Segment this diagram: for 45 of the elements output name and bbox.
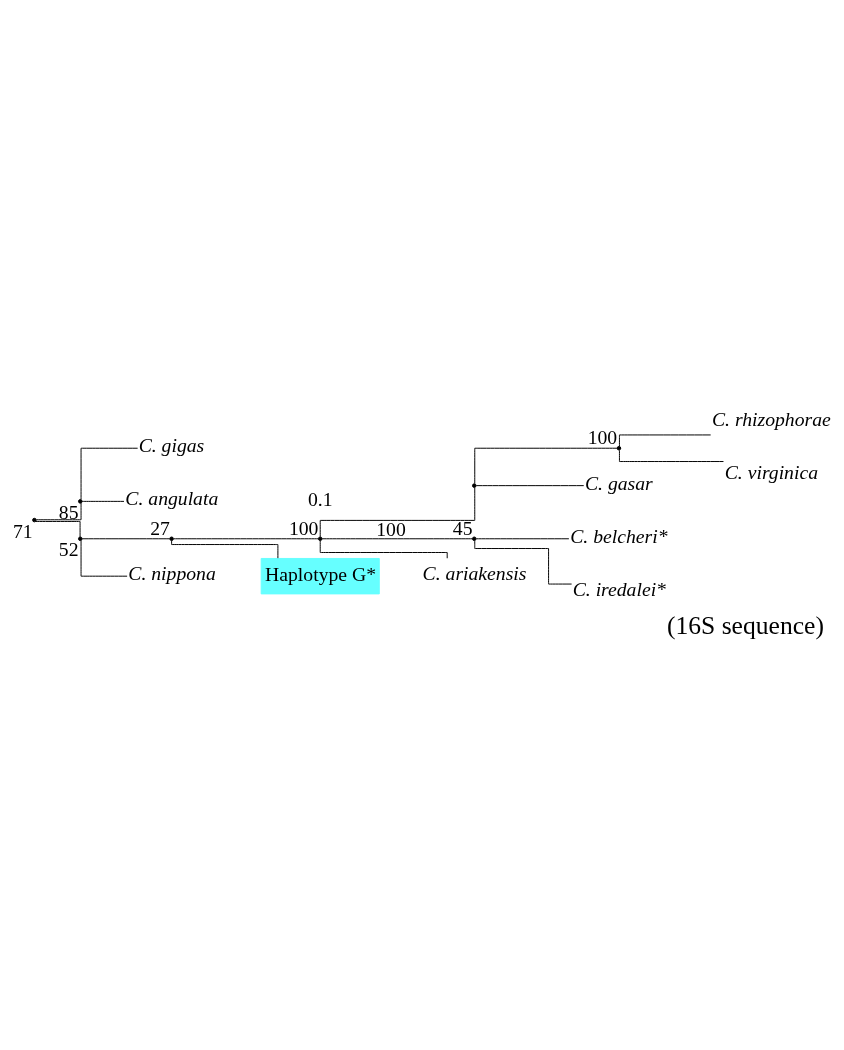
label: 0.1	[307, 488, 333, 511]
node-point	[472, 483, 477, 488]
connector	[319, 540, 448, 559]
node-label: 45	[452, 516, 473, 539]
node-label: 100	[288, 516, 319, 539]
connector	[319, 487, 476, 538]
node-box: Haplotype G*	[260, 557, 380, 595]
connector	[80, 539, 128, 577]
connector	[171, 540, 279, 559]
node-point	[169, 536, 174, 542]
connector	[173, 538, 319, 540]
node-text: C. rhizophorae	[711, 407, 831, 430]
node-point	[78, 536, 83, 542]
node-label: 27	[150, 516, 170, 539]
node-label: 85	[58, 500, 79, 523]
node-label: 100	[587, 426, 618, 449]
node-point	[616, 445, 622, 451]
connector	[80, 447, 139, 501]
connector	[81, 500, 125, 502]
node-text: C. belcheri*	[570, 524, 668, 547]
caption: (16S sequence)	[666, 611, 824, 641]
connector	[474, 447, 618, 485]
node-text: C. gigas	[138, 434, 205, 457]
node-text: C. nippona	[128, 562, 216, 585]
connector	[474, 540, 573, 585]
node-point	[78, 499, 83, 504]
node-text: C. gasar	[584, 471, 653, 494]
node-point	[317, 536, 323, 542]
connector	[618, 449, 724, 462]
connector	[475, 485, 585, 487]
node-text: C. ariakensis	[422, 562, 527, 585]
connector	[35, 520, 81, 538]
connector	[35, 502, 82, 521]
node-point	[32, 517, 37, 523]
connector	[81, 538, 171, 540]
connector	[321, 538, 473, 540]
node-label: 52	[58, 538, 79, 561]
node-text: C. virginica	[724, 460, 819, 483]
node-text: C. angulata	[125, 487, 219, 510]
node-point	[472, 536, 477, 542]
connector	[475, 538, 570, 540]
connector	[618, 434, 712, 447]
edge-label: 100	[376, 518, 406, 541]
node-label: 71	[12, 519, 33, 542]
node-text: C. iredalei*	[572, 577, 666, 600]
